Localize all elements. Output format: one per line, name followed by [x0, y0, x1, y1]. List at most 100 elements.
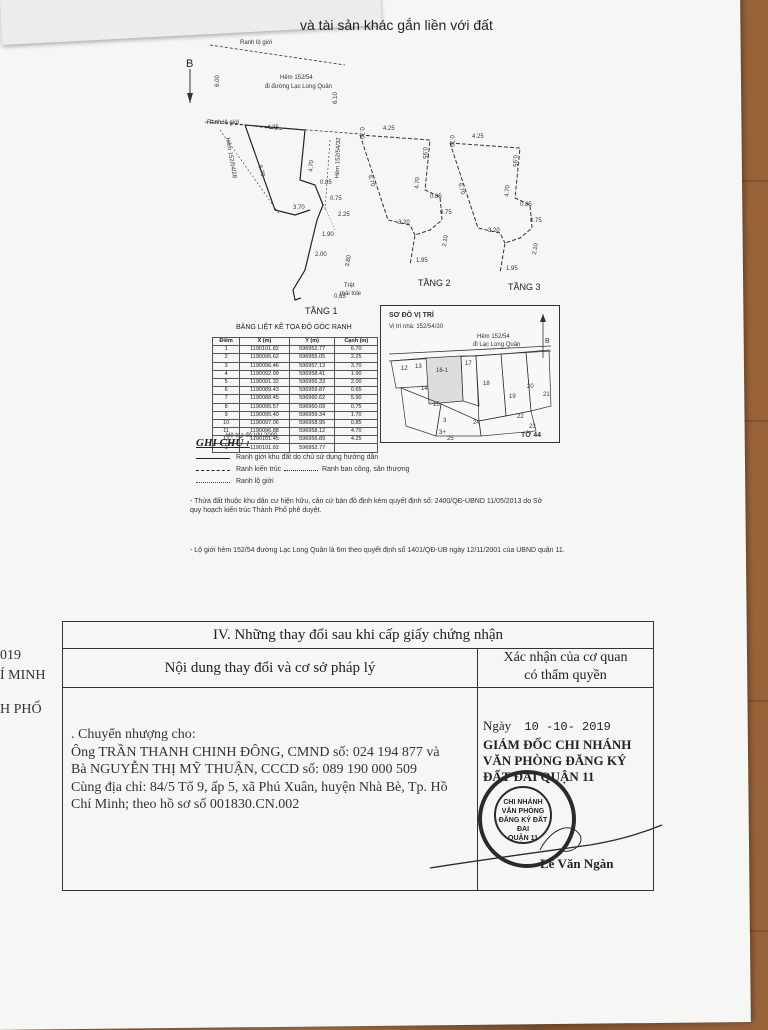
- floor1-dim-top: 4.25: [267, 125, 279, 131]
- location-map-north-arrow-icon: [539, 314, 547, 358]
- side-fragment: H PHỐ: [0, 702, 42, 717]
- legend: Ranh giới khu đất do chủ sử dụng hướng d…: [196, 452, 496, 522]
- floor1-dim-a: 0.85: [320, 180, 332, 186]
- floor1-title: TẦNG 1: [305, 306, 338, 316]
- parcel-label: 19: [509, 394, 516, 400]
- col-header: Y (m): [288, 336, 336, 347]
- floor1-note1: Trệt: [344, 283, 355, 289]
- table-cell: 1190095.40: [239, 410, 290, 420]
- floor1-dim-inner: 4.70: [308, 159, 316, 173]
- floor1-plan: [205, 121, 361, 301]
- table-cell: 1: [211, 443, 241, 453]
- location-map-alley: Hẻm 152/54: [477, 334, 510, 340]
- side-fragment: 019: [0, 648, 21, 663]
- coord-system: Hệ tọa độ VN-2000: [226, 433, 278, 439]
- north-arrow-icon: [183, 55, 197, 105]
- legend-item: Ranh kiến trúc: [236, 466, 282, 473]
- floor3-dim-c: 3.20: [488, 228, 500, 234]
- parcel-label: 23: [529, 424, 536, 430]
- table-cell: 1190096.46: [239, 361, 290, 371]
- section-col-content-header: Nội dung thay đổi và cơ sở pháp lý: [63, 649, 478, 688]
- content-line: Chí Minh; theo hồ sơ số 001830.CN.002: [71, 797, 300, 812]
- location-map-direction: đi Lạc Long Quân: [473, 342, 521, 348]
- note-1: - Thửa đất thuộc khu dân cư hiện hữu, că…: [190, 498, 543, 514]
- signature: [429, 824, 663, 869]
- parcel-label: 25: [447, 436, 454, 442]
- content-line: Cùng địa chỉ: 84/5 Tổ 9, ấp 5, xã Phú Xu…: [71, 779, 448, 795]
- legend-item: Ranh giới khu đất do chủ sử dụng hướng d…: [236, 454, 379, 461]
- top-road-lines: [209, 44, 346, 130]
- table-cell: 8: [211, 402, 241, 412]
- top-direction-label: đi đường Lạc Long Quân: [265, 84, 332, 90]
- location-map-title: SƠ ĐỒ VỊ TRÍ: [389, 312, 434, 319]
- floor3-side-right: 0.95: [510, 155, 517, 167]
- section-divider: [477, 688, 478, 890]
- content-line: Ông TRẦN THANH CHINH ĐÔNG, CMND số: 024 …: [71, 744, 440, 760]
- floor1-dim-b: 0.75: [330, 196, 342, 202]
- table-cell: 596952.77: [288, 345, 336, 355]
- table-cell: 596952.77: [288, 443, 336, 453]
- north-label: B: [186, 58, 194, 70]
- top-width-right: 6.10: [332, 92, 339, 104]
- floor2-title: TẦNG 2: [418, 278, 451, 288]
- table-cell: 596958.95: [288, 418, 336, 429]
- legend-item: Ranh lộ giới: [236, 478, 274, 485]
- changes-section: IV. Những thay đổi sau khi cấp giấy chứn…: [62, 621, 654, 891]
- table-cell: 6.70: [334, 345, 378, 355]
- table-cell: 1: [211, 345, 241, 355]
- table-cell: 596958.41: [288, 369, 336, 379]
- floor3-dim-e: 1.95: [506, 266, 518, 272]
- top-width-left: 6.00: [214, 75, 221, 87]
- floor1-dim-d: 2.25: [338, 212, 350, 218]
- legend-title: GHI CHÚ :: [196, 437, 250, 449]
- legend-dashed-line: [196, 470, 230, 471]
- floor2-dim-c: 3.20: [398, 220, 410, 226]
- table-cell: 6: [211, 386, 241, 396]
- side-fragment: Í MINH: [0, 668, 46, 683]
- location-map-position: Vị trí nhà: 152/54/30: [389, 324, 444, 330]
- table-cell: 596960.09: [288, 402, 336, 412]
- parcel-label: 24: [473, 420, 480, 426]
- parcel-label: 22: [517, 414, 524, 420]
- floor3-dim-inner: 4.70: [504, 184, 512, 198]
- signer-title: GIÁM ĐỐC CHI NHÁNH: [483, 737, 632, 752]
- table-cell: 3: [211, 361, 241, 371]
- floor1-dim-c: 3.70: [293, 205, 305, 211]
- location-map-sheet: TỜ 44: [521, 432, 541, 439]
- floor3-plan: [449, 142, 533, 274]
- parcel-label: 3+: [439, 430, 446, 436]
- table-cell: 1.70: [334, 410, 378, 420]
- table-cell: 9: [211, 410, 241, 420]
- coord-table-title: BẢNG LIỆT KÊ TỌA ĐỘ GÓC RANH: [236, 324, 352, 331]
- table-cell: 5.90: [334, 394, 378, 404]
- table-cell: 596955.05: [288, 353, 336, 363]
- floor2-side-left: 0.70: [357, 127, 364, 139]
- table-cell: 7: [211, 394, 241, 404]
- floor3-dim-a: 0.85: [520, 202, 532, 208]
- coord-table-header: Điểm X (m) Y (m) Cạnh (m): [211, 336, 378, 347]
- change-content: . Chuyển nhượng cho: Ông TRẦN THANH CHIN…: [71, 726, 471, 814]
- content-line: . Chuyển nhượng cho:: [71, 727, 196, 742]
- note-2: - Lộ giới hẻm 152/54 đường Lạc Long Quân…: [190, 547, 565, 554]
- floor3-dim-b: 0.75: [530, 218, 542, 224]
- floor1-boundary: Ranh lộ giới: [207, 120, 240, 126]
- date-value: 10 -10- 2019: [524, 720, 611, 734]
- table-cell: 4: [211, 369, 241, 379]
- floor1-dim-g: 2.00: [315, 252, 327, 258]
- floor2-plan: [359, 134, 443, 266]
- table-cell: 1190089.43: [239, 386, 290, 396]
- location-map-north: B: [545, 338, 550, 345]
- stamp-line: QUẬN 11: [508, 835, 538, 842]
- table-cell: 1190091.32: [239, 377, 290, 388]
- floor2-dim-b: 0.75: [440, 210, 452, 216]
- floor2-side-right: 0.95: [420, 147, 427, 159]
- legend-item: Ranh ban công, sân thượng: [322, 466, 410, 473]
- table-cell: 2.00: [334, 377, 378, 388]
- table-cell: 1190095.62: [239, 353, 290, 363]
- parcel-label: 3: [443, 418, 447, 424]
